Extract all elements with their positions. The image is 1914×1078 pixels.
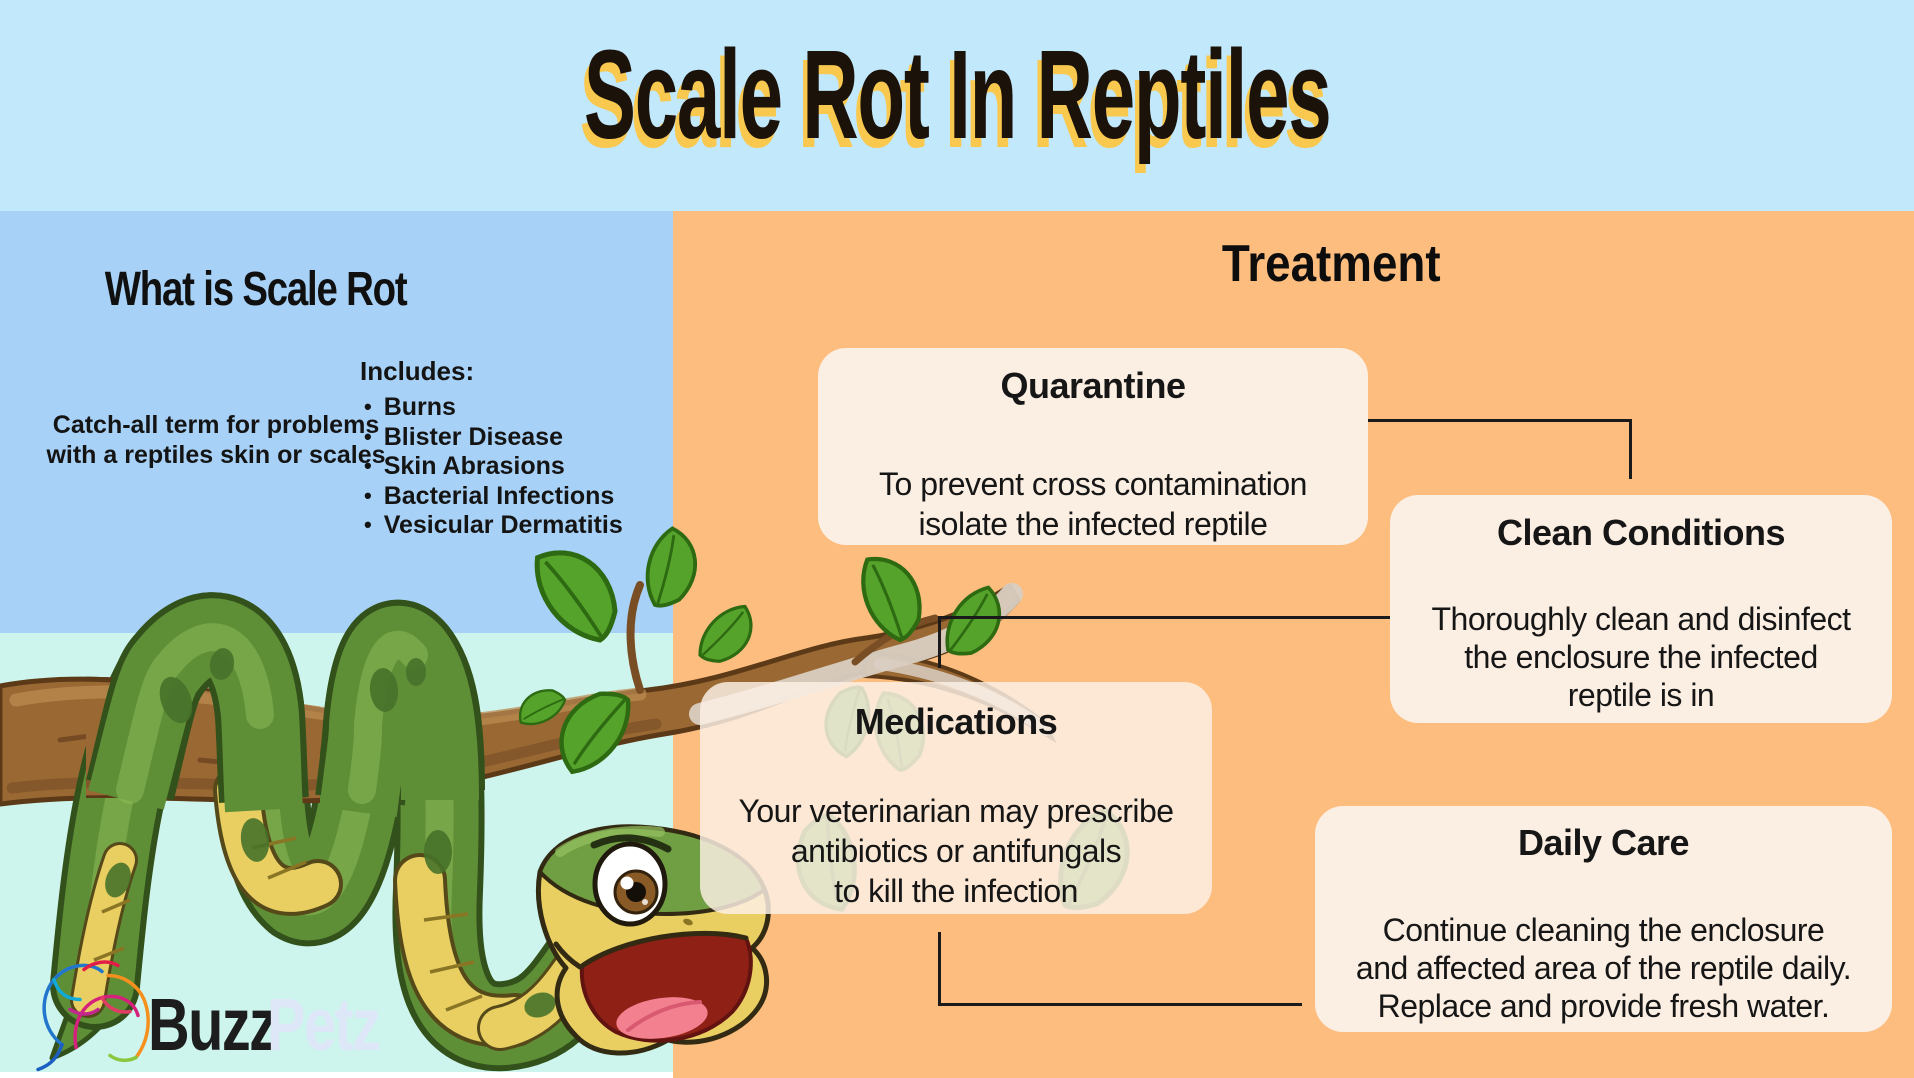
page-title: Scale Rot In Reptiles: [0, 22, 1914, 167]
connector-line: [1629, 419, 1632, 479]
connector-line: [938, 616, 1390, 619]
list-item: Bacterial Infections: [360, 482, 623, 512]
left-section-heading: What is Scale Rot: [0, 262, 512, 317]
treatment-heading-text: Treatment: [1221, 235, 1441, 293]
card-text-line: Continue cleaning the enclosure: [1382, 912, 1825, 948]
includes-block: Includes: Burns Blister Disease Skin Abr…: [360, 356, 623, 541]
bottom-margin-strip: [0, 1072, 673, 1078]
includes-list: Burns Blister Disease Skin Abrasions Bac…: [360, 393, 623, 541]
connector-line: [938, 616, 941, 668]
card-text-line: Thoroughly clean and disinfect: [1431, 601, 1851, 637]
card-text-line: isolate the infected reptile: [918, 506, 1268, 542]
card-text-line: reptile is in: [1567, 677, 1715, 713]
card-body: Thoroughly clean and disinfect the enclo…: [1390, 600, 1892, 714]
card-text-line: antibiotics or antifungals: [790, 833, 1122, 869]
list-item: Burns: [360, 393, 623, 423]
left-section-heading-text: What is Scale Rot: [105, 263, 408, 316]
logo-buzz-text: Buzz: [148, 983, 278, 1066]
includes-label: Includes:: [360, 356, 475, 386]
card-text-line: the enclosure the infected: [1464, 639, 1818, 675]
buzzpetz-animals-icon: [36, 960, 150, 1072]
list-item: Skin Abrasions: [360, 452, 623, 482]
logo-petz-text: Petz: [266, 983, 381, 1066]
card-quarantine: Quarantine To prevent cross contaminatio…: [818, 348, 1368, 545]
card-title: Quarantine: [1000, 365, 1186, 406]
description-line: with a reptiles skin or scales: [46, 441, 386, 469]
card-clean-conditions: Clean Conditions Thoroughly clean and di…: [1390, 495, 1892, 723]
top-banner: [0, 0, 1914, 211]
list-item: Blister Disease: [360, 423, 623, 453]
card-body: To prevent cross contamination isolate t…: [818, 464, 1368, 544]
page-title-text: Scale Rot In Reptiles: [583, 24, 1332, 165]
logo-text: BuzzPetz: [148, 982, 411, 1067]
scale-rot-description: Catch-all term for problems with a repti…: [18, 410, 414, 470]
card-text-line: to kill the infection: [834, 873, 1078, 909]
card-body: Continue cleaning the enclosure and affe…: [1315, 911, 1892, 1025]
card-body: Your veterinarian may prescribe antibiot…: [700, 791, 1212, 911]
card-title: Medications: [854, 701, 1058, 742]
card-title: Daily Care: [1517, 822, 1690, 863]
card-text-line: Your veterinarian may prescribe: [738, 793, 1174, 829]
card-text-line: To prevent cross contamination: [879, 466, 1307, 502]
connector-line: [938, 1003, 1302, 1006]
card-text-line: Replace and provide fresh water.: [1377, 988, 1830, 1024]
description-line: Catch-all term for problems: [52, 411, 380, 439]
card-text-line: and affected area of the reptile daily.: [1355, 950, 1852, 986]
treatment-heading: Treatment: [1131, 234, 1531, 294]
card-medications: Medications Your veterinarian may prescr…: [700, 682, 1212, 914]
card-title: Clean Conditions: [1497, 512, 1786, 553]
list-item: Vesicular Dermatitis: [360, 511, 623, 541]
connector-line: [1368, 419, 1632, 422]
card-daily-care: Daily Care Continue cleaning the enclosu…: [1315, 806, 1892, 1032]
connector-line: [938, 932, 941, 1006]
